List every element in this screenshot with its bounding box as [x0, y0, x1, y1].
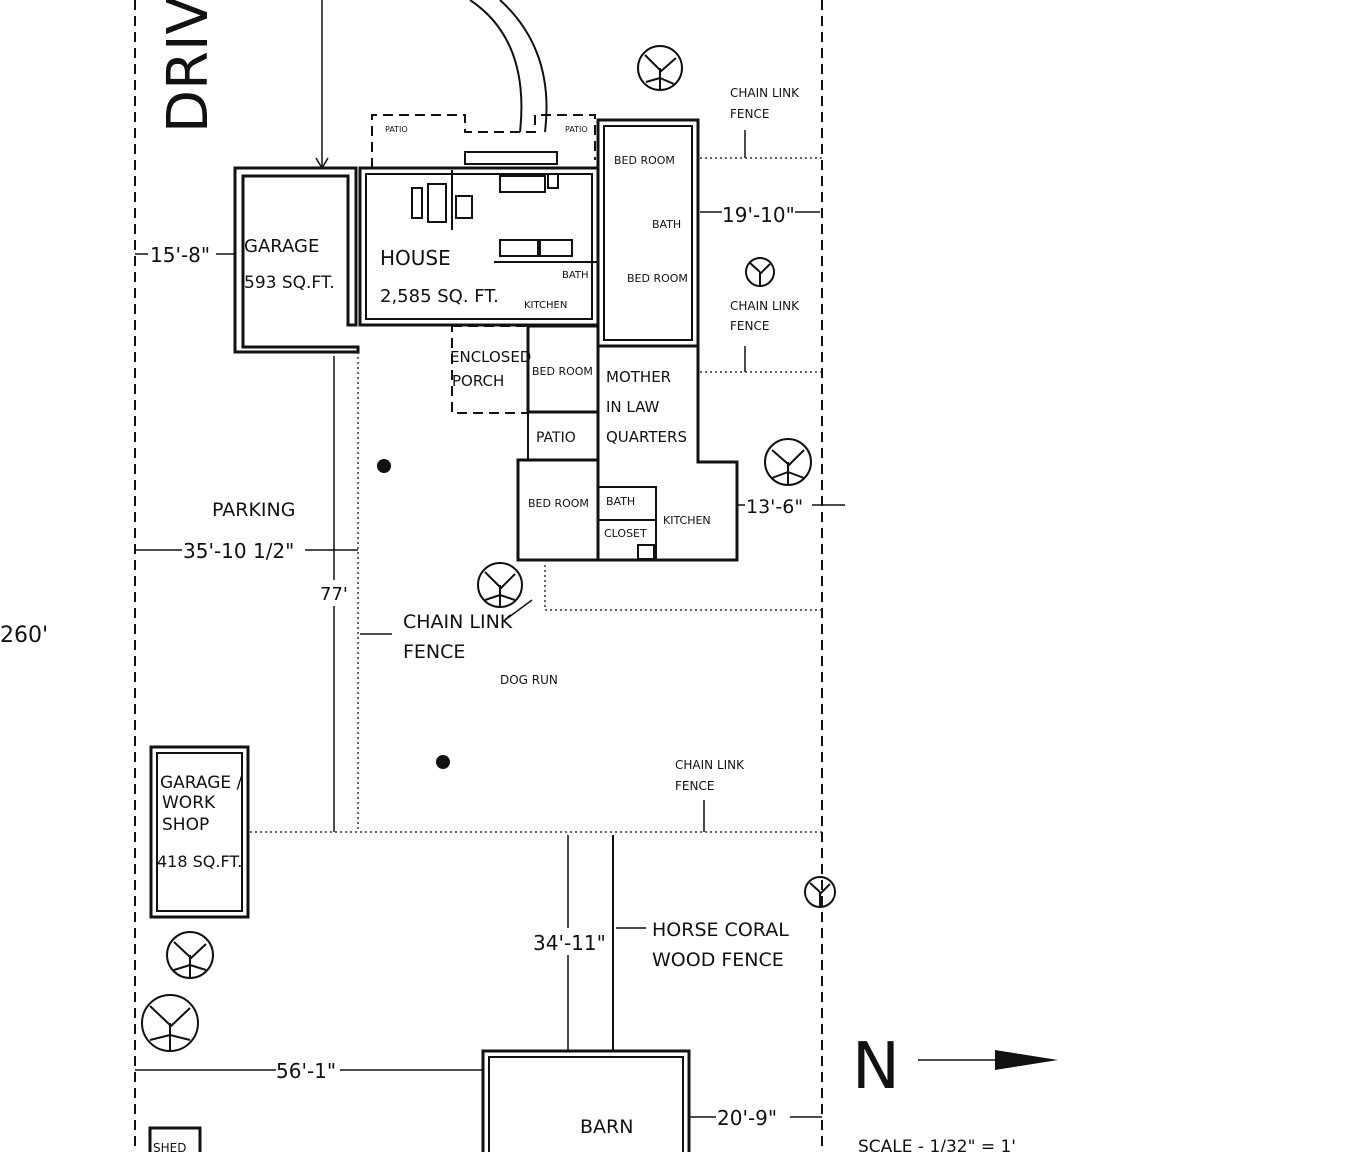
tree-icon — [477, 562, 523, 608]
fence-a-label-1: CHAIN LINK — [730, 86, 800, 100]
garage-sqft: 593 SQ.FT. — [244, 273, 335, 293]
small-bedroom-label: BED ROOM — [532, 365, 593, 378]
fence-a-label-2: FENCE — [730, 107, 769, 121]
mother-in-law-quarters — [516, 344, 739, 562]
bedroom-mid-label: BED ROOM — [627, 272, 688, 285]
enclosed-porch — [451, 325, 529, 414]
fence-b-label-2: FENCE — [730, 319, 769, 333]
wing-side-dimension: 19'-10" — [722, 203, 795, 227]
tree-icon — [637, 45, 683, 91]
north-arrow — [918, 1050, 1058, 1070]
workshop-label-2: WORK — [162, 793, 216, 813]
house-kitchen-label: KITCHEN — [524, 300, 567, 311]
north-label: N — [852, 1030, 900, 1104]
driveway-label: DRIV — [156, 0, 221, 133]
enclosed-porch-label-1: ENCLOSED — [450, 348, 531, 366]
horse-corral-label-1: HORSE CORAL — [652, 919, 789, 941]
fence-c-label-2: FENCE — [403, 641, 465, 663]
workshop-label-1: GARAGE / — [160, 773, 243, 793]
house — [358, 151, 600, 327]
parking-label: PARKING — [212, 499, 295, 521]
garage-workshop — [149, 745, 250, 919]
mid-patio-label: PATIO — [536, 430, 576, 446]
mil-label-3: QUARTERS — [606, 428, 687, 446]
tree-icon — [745, 257, 775, 287]
barn — [481, 1049, 691, 1152]
fence-d-label-2: FENCE — [675, 779, 714, 793]
parking-depth-dimension: 77' — [320, 584, 348, 605]
mil-side-dimension: 13'-6" — [746, 496, 803, 518]
barn-label: BARN — [580, 1116, 633, 1138]
barn-left-dimension: 56'-1" — [276, 1059, 336, 1083]
parking-width-dimension: 35'-10 1/2" — [183, 539, 294, 563]
workshop-label-3: SHOP — [162, 815, 209, 835]
patio-right-label: PATIO — [565, 125, 588, 134]
fence-d-label-1: CHAIN LINK — [675, 758, 745, 772]
lot-depth-dimension: 260' — [0, 623, 48, 648]
scale-label: SCALE - 1/32" = 1' — [858, 1137, 1016, 1152]
shed-label: SHED — [153, 1141, 186, 1152]
house-bath-label: BATH — [562, 270, 589, 281]
dimension-lines — [135, 211, 845, 1118]
house-sqft: 2,585 SQ. FT. — [380, 286, 499, 307]
fence-b-label-1: CHAIN LINK — [730, 299, 800, 313]
front-patio-outline — [371, 114, 596, 168]
tree-icon — [141, 994, 199, 1052]
wing-bath-label: BATH — [652, 218, 681, 231]
garage-side-dimension: 15'-8" — [150, 243, 210, 267]
patio-left-label: PATIO — [385, 125, 408, 134]
garage — [233, 166, 360, 354]
horse-corral-label-2: WOOD FENCE — [652, 949, 784, 971]
mil-bath-label: BATH — [606, 495, 635, 508]
barn-right-dimension: 20'-9" — [717, 1106, 777, 1130]
post-marker — [436, 755, 450, 769]
mil-kitchen-label: KITCHEN — [663, 514, 711, 527]
house-label: HOUSE — [380, 246, 451, 270]
garage-label: GARAGE — [244, 236, 319, 257]
driveway — [315, 0, 548, 170]
mil-bedroom-label: BED ROOM — [528, 497, 589, 510]
mil-label-2: IN LAW — [606, 398, 660, 416]
tree-icon — [764, 438, 812, 486]
workshop-sqft: 418 SQ.FT. — [157, 852, 242, 871]
dog-run-label: DOG RUN — [500, 673, 558, 687]
bedroom-top-label: BED ROOM — [614, 154, 675, 167]
tree-icon — [166, 931, 214, 979]
chain-link-fences — [250, 130, 822, 833]
mil-closet-label: CLOSET — [604, 527, 647, 540]
corral-depth-dimension: 34'-11" — [533, 931, 606, 955]
enclosed-porch-label-2: PORCH — [452, 372, 504, 390]
shed — [148, 1126, 202, 1152]
tree-icon — [804, 876, 836, 908]
fence-c-label-1: CHAIN LINK — [403, 611, 513, 633]
mil-label-1: MOTHER — [606, 368, 671, 386]
post-marker — [377, 459, 391, 473]
